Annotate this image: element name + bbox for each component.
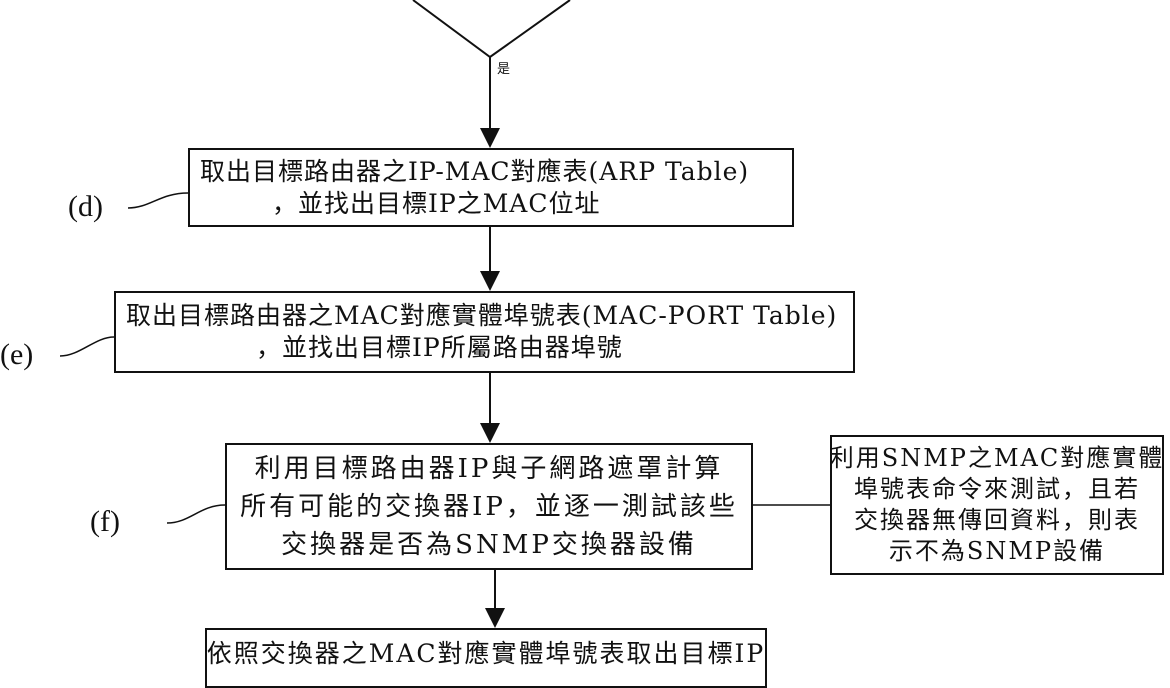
connector-lines: [59, 0, 830, 628]
step-f-line-1: 利用目標路由器IP與子網路遮罩計算: [254, 453, 724, 484]
step-e-line-1: 取出目標路由器之MAC對應實體埠號表(MAC-PORT Table): [126, 301, 838, 330]
leader-d: [127, 192, 189, 209]
step-box-f: 利用目標路由器IP與子網路遮罩計算 所有可能的交換器IP，並逐一測試該些 交換器…: [225, 443, 753, 570]
step-e-line-2: ，並找出目標IP所屬路由器埠號: [256, 333, 623, 362]
step-f-line-2: 所有可能的交換器IP，並逐一測試該些: [240, 491, 738, 522]
side-note-line-4: 示不為SNMP設備: [888, 537, 1106, 565]
step-box-d: 取出目標路由器之IP-MAC對應表(ARP Table) ，並找出目標IP之MA…: [188, 148, 794, 227]
step-label-f: (f): [90, 505, 120, 538]
arrowhead-d: [480, 128, 500, 148]
side-note-line-1: 利用SNMP之MAC對應實體: [829, 444, 1165, 472]
next-step-box-partial: 依照交換器之MAC對應實體埠號表取出目標IP: [205, 628, 767, 688]
leader-e: [59, 336, 115, 357]
step-label-e: (e): [0, 338, 34, 371]
side-note-line-2: 埠號表命令來測試，且若: [854, 475, 1140, 503]
arrowhead-f: [480, 423, 500, 443]
side-note-line-3: 交換器無傳回資料，則表: [854, 506, 1140, 534]
yes-label: 是: [497, 62, 511, 77]
step-label-d: (d): [68, 190, 103, 223]
arrowhead-next: [485, 608, 505, 628]
next-step-line-1: 依照交換器之MAC對應實體埠號表取出目標IP: [206, 639, 766, 668]
step-box-e: 取出目標路由器之MAC對應實體埠號表(MAC-PORT Table) ，並找出目…: [114, 291, 855, 373]
step-d-line-1: 取出目標路由器之IP-MAC對應表(ARP Table): [200, 156, 750, 186]
decision-diamond: [412, 0, 571, 59]
step-d-line-2: ，並找出目標IP之MAC位址: [272, 188, 601, 218]
side-note-box: 利用SNMP之MAC對應實體 埠號表命令來測試，且若 交換器無傳回資料，則表 示…: [830, 435, 1164, 575]
arrowhead-e: [480, 271, 500, 291]
leader-f: [166, 504, 226, 524]
step-f-line-3: 交換器是否為SNMP交換器設備: [281, 529, 697, 560]
